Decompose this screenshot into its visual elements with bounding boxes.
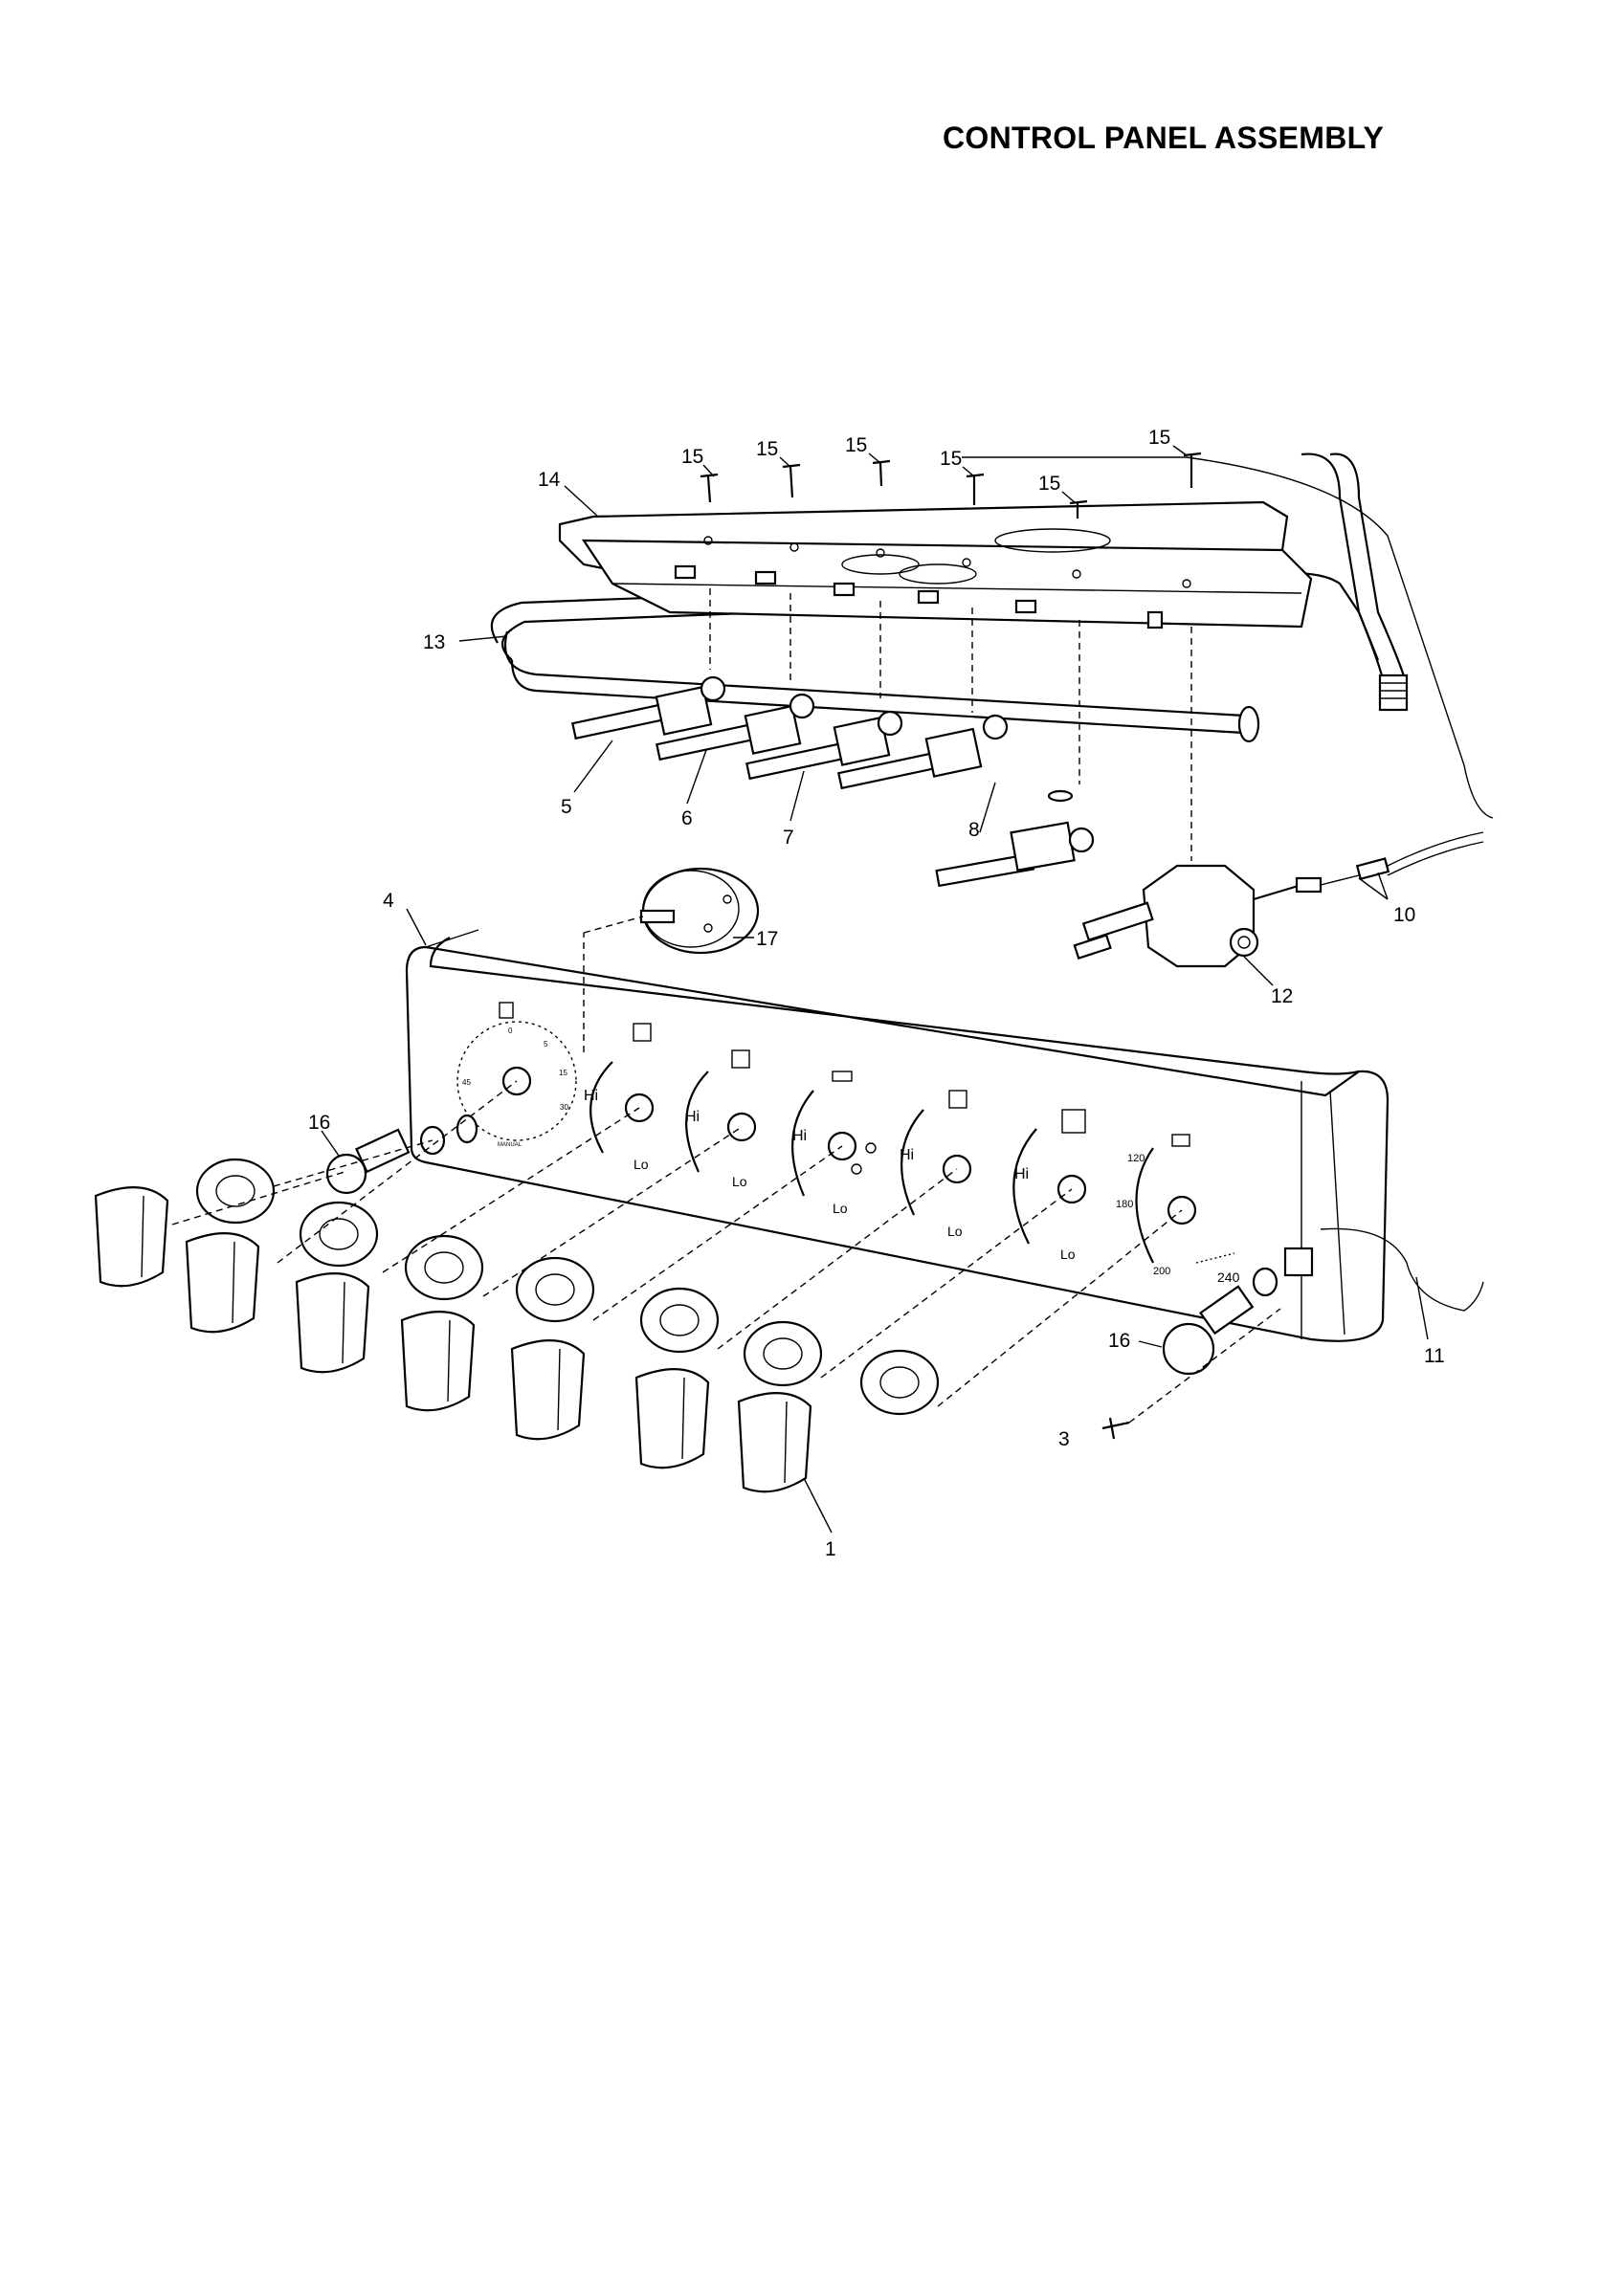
control-knob xyxy=(510,1339,586,1441)
timer-mark-15: 15 xyxy=(559,1069,567,1077)
part-label-16: 16 xyxy=(308,1112,330,1134)
gas-tap-6 xyxy=(656,693,815,762)
screw-icon xyxy=(966,473,985,505)
burner-dial xyxy=(685,1049,757,1173)
part-label-7: 7 xyxy=(783,827,794,849)
oven-temp-180: 180 xyxy=(1116,1199,1133,1210)
part-label-11: 11 xyxy=(1424,1345,1445,1367)
alignment-lines-lower xyxy=(171,916,1183,1407)
part-label-12: 12 xyxy=(1271,985,1293,1007)
part-label-15: 15 xyxy=(756,438,778,460)
control-knob xyxy=(737,1392,812,1493)
part-label-14: 14 xyxy=(538,469,561,491)
burner-dials xyxy=(589,1023,1235,1264)
control-knob xyxy=(400,1311,476,1412)
lo-label: Lo xyxy=(1060,1247,1076,1262)
part-number-labels: 15 15 15 15 15 15 14 13 5 6 7 8 10 12 17… xyxy=(308,427,1445,1560)
page-title: CONTROL PANEL ASSEMBLY xyxy=(943,121,1385,155)
knob-bezel xyxy=(404,1234,484,1301)
lo-label: Lo xyxy=(947,1224,963,1239)
lo-label: Lo xyxy=(634,1157,649,1172)
control-knob xyxy=(634,1368,710,1469)
knob-bezel xyxy=(859,1349,940,1416)
part-label-1: 1 xyxy=(825,1538,836,1560)
knob-bezels xyxy=(195,1158,940,1416)
gas-tap-8 xyxy=(837,714,1009,790)
part-label-15: 15 xyxy=(940,448,962,470)
burner-dial xyxy=(791,1071,877,1197)
knob-bezel xyxy=(515,1256,595,1323)
knob-bezel xyxy=(299,1201,379,1268)
control-panel-bracket xyxy=(558,500,1313,629)
gas-manifold-pipe xyxy=(490,453,1409,743)
gas-tap-8-lower xyxy=(935,789,1095,888)
part-label-3: 3 xyxy=(1058,1428,1070,1450)
gas-tap-7 xyxy=(745,710,903,781)
part-label-15: 15 xyxy=(845,434,867,456)
screws-15 xyxy=(700,452,1202,519)
oven-temp-200: 200 xyxy=(1153,1266,1170,1277)
hi-label: Hi xyxy=(900,1147,914,1163)
knob-bezel xyxy=(743,1320,823,1387)
oven-temp-240: 240 xyxy=(1217,1269,1240,1285)
control-knob xyxy=(185,1232,260,1334)
control-knob xyxy=(94,1186,169,1288)
part-label-4: 4 xyxy=(383,890,394,912)
hi-label: Hi xyxy=(1014,1166,1029,1182)
screw-icon xyxy=(872,459,891,487)
part-label-6: 6 xyxy=(681,807,693,829)
gas-tap-5 xyxy=(571,675,726,740)
part-label-15: 15 xyxy=(1148,427,1170,449)
part-label-17: 17 xyxy=(756,928,778,950)
part-label-13: 13 xyxy=(423,631,445,653)
screw-icon xyxy=(782,463,801,498)
dial-labels: 0 5 15 30 45 MANUAL Hi Lo Hi Lo Hi Lo Hi… xyxy=(462,1027,1240,1285)
leader-lines xyxy=(321,445,1429,1534)
oven-temp-120: 120 xyxy=(1127,1153,1145,1164)
alignment-lines-upper xyxy=(709,456,1494,861)
screw-icon xyxy=(700,473,719,503)
timer-mark-0: 0 xyxy=(508,1027,513,1035)
screw-3 xyxy=(1101,1308,1281,1440)
control-panel-fascia xyxy=(405,929,1390,1342)
part-label-10: 10 xyxy=(1393,904,1415,926)
knob-bezel xyxy=(195,1158,276,1225)
screw-icon xyxy=(1069,499,1088,519)
part-label-15: 15 xyxy=(681,446,703,468)
timer-module xyxy=(639,867,760,955)
control-knobs xyxy=(94,1186,812,1493)
lo-label: Lo xyxy=(732,1174,747,1189)
lo-label: Lo xyxy=(833,1201,848,1216)
hi-label: Hi xyxy=(792,1128,807,1144)
control-knob xyxy=(295,1272,370,1374)
hi-label: Hi xyxy=(584,1088,598,1104)
part-label-15: 15 xyxy=(1038,473,1060,495)
oven-thermostat xyxy=(1073,831,1484,968)
part-label-5: 5 xyxy=(561,796,572,818)
timer-mark-5: 5 xyxy=(544,1040,548,1049)
hi-label: Hi xyxy=(685,1109,700,1125)
part-label-8: 8 xyxy=(968,819,980,841)
timer-mark-30: 30 xyxy=(560,1103,568,1112)
timer-mark-45: 45 xyxy=(462,1078,471,1087)
part-label-16: 16 xyxy=(1108,1330,1130,1352)
knob-bezel xyxy=(639,1287,720,1354)
timer-mark-manual: MANUAL xyxy=(498,1142,522,1148)
